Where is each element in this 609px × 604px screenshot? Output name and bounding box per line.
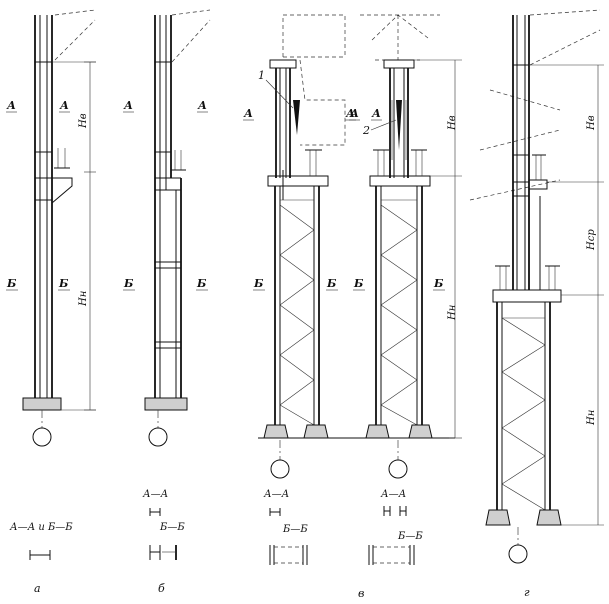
variant-v2-label-b-left: Б: [353, 277, 364, 290]
variant-v-label-a-left: А: [243, 107, 253, 120]
variant-v-dim-lower: Hн: [447, 305, 458, 321]
variant-v2-section-bb-icon: [368, 545, 415, 565]
variant-g-column: [469, 9, 604, 564]
variant-b-label-a-left: А: [123, 99, 133, 112]
variant-a-section-title: А—А и Б—Б: [9, 522, 73, 533]
variant-v-section-aa: А—А: [263, 489, 289, 500]
variant-v-callout-2: 2: [362, 124, 370, 137]
variant-a-label-b-right: Б: [58, 277, 69, 290]
variant-v2-label-b-right: Б: [433, 277, 444, 290]
variant-g-dim-upper: Hв: [586, 115, 597, 131]
variant-a-label-a-left: А: [6, 99, 16, 112]
variant-b-section-bb: Б—Б: [159, 522, 185, 533]
variant-g-dim-lower: Hн: [586, 410, 597, 426]
variant-v-section-bb: Б—Б: [282, 524, 308, 535]
variant-v-column-right: [360, 14, 462, 479]
variant-v2-section-aa-icon: [383, 506, 407, 516]
variant-v-dim-upper: Hв: [447, 115, 458, 131]
variant-a-label-a-right: А: [59, 99, 69, 112]
variant-v2-section-aa: А—А: [380, 489, 406, 500]
variant-a-dim-lower: Hн: [78, 291, 89, 307]
variant-b-section-aa-icon: [149, 508, 161, 516]
variant-a-label-b-left: Б: [6, 277, 17, 290]
variant-a-section-icon: [29, 550, 51, 560]
variant-b-label-a-right: А: [197, 99, 207, 112]
variant-b-label-b-right: Б: [196, 277, 207, 290]
variant-v2-section-bb: Б—Б: [397, 531, 423, 542]
variant-v-label-b-right: Б: [326, 277, 337, 290]
variant-v-label-b-left: Б: [253, 277, 264, 290]
variant-v-caption: в: [358, 587, 364, 600]
variant-g-caption: г: [524, 586, 530, 599]
variant-b-column: [144, 9, 211, 447]
variant-v-callout-1: 1: [258, 69, 265, 82]
variant-b-label-b-left: Б: [123, 277, 134, 290]
variant-a-caption: а: [34, 582, 41, 595]
variant-v-label-a-right: А: [345, 107, 355, 120]
variant-b-caption: б: [158, 582, 165, 595]
variant-v2-label-a-left: А: [349, 107, 359, 120]
variant-b-section-aa: А—А: [142, 489, 168, 500]
variant-g-dim-middle: Hср: [586, 229, 597, 251]
variant-a-dim-upper: Hв: [78, 113, 89, 129]
variant-a-column: [22, 9, 96, 447]
variant-v-section-bb-icon: [269, 545, 308, 565]
variant-v-section-aa-icon: [269, 508, 281, 516]
variant-v2-label-a-right: А: [371, 107, 381, 120]
variant-b-section-bb-icon: [149, 545, 177, 560]
variant-v-column-left: [258, 14, 455, 479]
